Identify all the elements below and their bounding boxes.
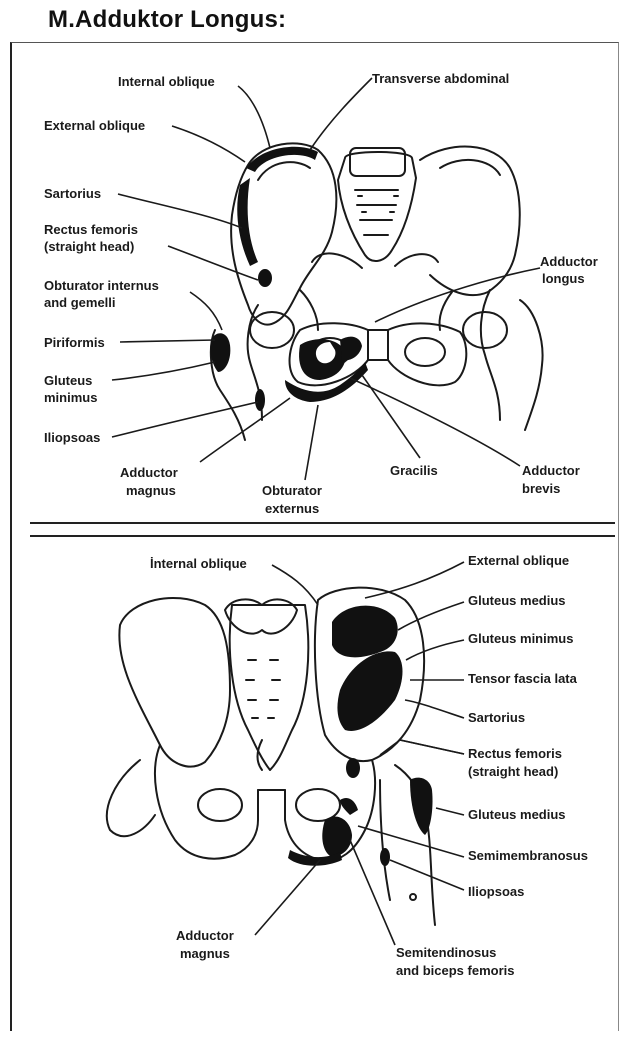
label-obturator-externus-line1: Obturator: [262, 483, 322, 498]
label-gluteus-minimus-line1: Gluteus: [44, 373, 92, 388]
anterior-leader-lines: [112, 78, 540, 480]
label-gluteus-medius: Gluteus medius: [468, 593, 566, 608]
label-sartorius: Sartorius: [44, 186, 101, 201]
label-semimembranosus: Semimembranosus: [468, 848, 588, 863]
label-gluteus-medius-lower: Gluteus medius: [468, 807, 566, 822]
label-iliopsoas: Iliopsoas: [44, 430, 100, 445]
label-adductor-longus-line2: longus: [542, 271, 585, 286]
label-adductor-magnus-posterior-line1: Adductor: [176, 928, 234, 943]
label-semitendinosus-line1: Semitendinosus: [396, 945, 496, 960]
label-gluteus-minimus-line2: minimus: [44, 390, 97, 405]
label-rectus-femoris-posterior-line2: (straight head): [468, 764, 558, 779]
label-iliopsoas-posterior: Iliopsoas: [468, 884, 524, 899]
label-sartorius-posterior: Sartorius: [468, 710, 525, 725]
label-adductor-brevis-line1: Adductor: [522, 463, 580, 478]
label-tensor-fascia-lata: Tensor fascia lata: [468, 671, 578, 686]
label-rectus-femoris-line1: Rectus femoris: [44, 222, 138, 237]
label-adductor-magnus-line2: magnus: [126, 483, 176, 498]
label-external-oblique-posterior: External oblique: [468, 553, 569, 568]
label-obturator-internus-line1: Obturator internus: [44, 278, 159, 293]
label-external-oblique: External oblique: [44, 118, 145, 133]
label-semitendinosus-line2: and biceps femoris: [396, 963, 514, 978]
label-adductor-magnus-posterior-line2: magnus: [180, 946, 230, 961]
label-obturator-internus-line2: and gemelli: [44, 295, 116, 310]
label-obturator-externus-line2: externus: [265, 501, 319, 516]
label-rectus-femoris-line2: (straight head): [44, 239, 134, 254]
anterior-muscle-attachments: [210, 147, 368, 411]
label-gracilis: Gracilis: [390, 463, 438, 478]
label-adductor-brevis-line2: brevis: [522, 481, 560, 496]
label-transverse-abdominal: Transverse abdominal: [372, 71, 509, 86]
label-gluteus-minimus-posterior: Gluteus minimus: [468, 631, 573, 646]
anterior-labels: Internal oblique Transverse abdominal Ex…: [44, 71, 598, 516]
label-adductor-longus-line1: Adductor: [540, 254, 598, 269]
label-rectus-femoris-posterior-line1: Rectus femoris: [468, 746, 562, 761]
label-piriformis: Piriformis: [44, 335, 105, 350]
label-internal-oblique: Internal oblique: [118, 74, 215, 89]
label-adductor-magnus-line1: Adductor: [120, 465, 178, 480]
label-internal-oblique-posterior: İnternal oblique: [150, 556, 247, 571]
